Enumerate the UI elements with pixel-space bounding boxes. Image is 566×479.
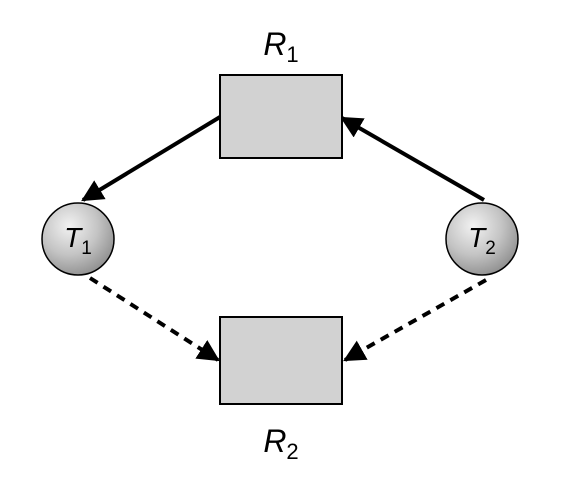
resource-index: 2: [286, 439, 298, 464]
resource-box-r1: [219, 74, 343, 159]
resource-letter: R: [263, 26, 286, 62]
thread-node-t1: [41, 202, 115, 276]
thread-node-t2: [445, 202, 519, 276]
edge-t2-to-r1: [340, 116, 486, 202]
resource-label-r1: R1: [263, 26, 298, 67]
resource-label-r2: R2: [263, 423, 298, 464]
thread-index: 2: [485, 238, 496, 259]
edge-t1-to-r2-dashed: [88, 276, 220, 362]
thread-t1: T1: [41, 202, 115, 276]
resource-box-r2: [219, 316, 343, 405]
resource-letter: R: [263, 423, 286, 459]
thread-index: 1: [81, 238, 92, 259]
thread-label-t2: T2: [468, 222, 496, 259]
edge-t2-to-r2-dashed: [343, 278, 487, 362]
thread-t2: T2: [445, 202, 519, 276]
resource-r2: R2: [219, 316, 343, 464]
edge-r1-to-t1: [81, 115, 222, 202]
thread-letter: T: [64, 222, 83, 253]
thread-letter: T: [468, 222, 487, 253]
thread-label-t1: T1: [64, 222, 92, 259]
resource-r1: R1: [219, 26, 343, 159]
resource-index: 1: [286, 42, 298, 67]
